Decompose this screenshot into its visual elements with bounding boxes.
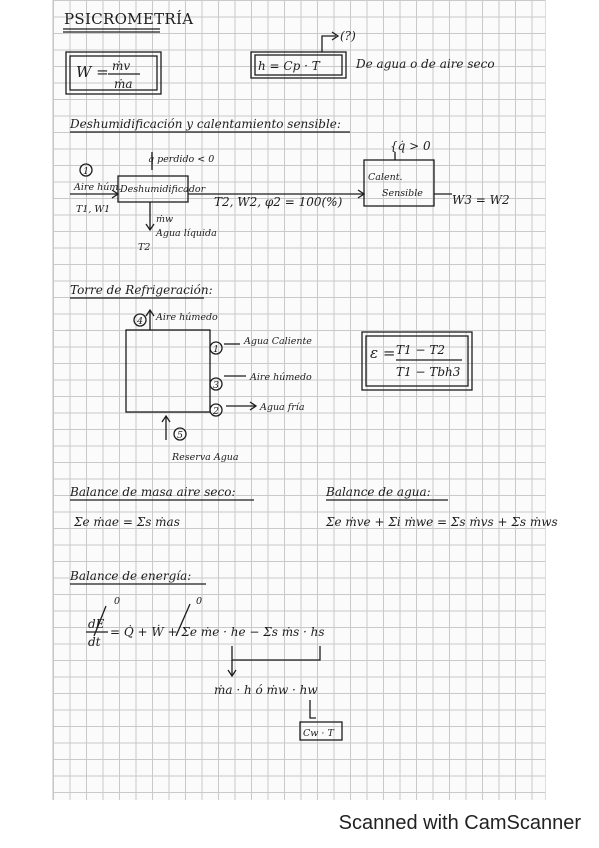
state-1-circle [79,163,93,177]
state-2-number: 2 [212,406,219,417]
condensate-mass: ṁw [156,214,173,225]
humidity-ratio-lhs: W = [76,63,109,81]
condensate-arrowhead [145,223,155,232]
state-1-number: 1 [83,166,89,177]
condensate-temperature: T2 [138,242,150,253]
enthalpy-box-inner [254,54,343,76]
enthalpy-box [250,51,347,79]
moist-air-out-arrowhead [145,308,155,317]
heat-added-label: {q̇ > 0 [390,139,431,153]
inlet-air-label: Aire húm. [73,182,121,193]
state-2-circle [209,403,223,417]
water-enthalpy-formula: Cw · T [303,728,334,739]
dry-air-balance-heading: Balance de masa aire seco: [69,485,235,499]
moist-air-out-label: Aire húmedo [155,312,218,323]
state-1-tower-circle [209,341,223,355]
effectiveness-denominator: T1 − Tbh3 [396,365,461,379]
process-stream-label: T2, W2, φ2 = 100(%) [214,195,343,209]
effectiveness-box [361,331,473,391]
state-5-number: 5 [177,430,183,441]
makeup-water-label: Reserva Agua [171,452,239,463]
sensible-heater-label-1: Calent. [368,172,403,183]
moist-air-in-label: Aire húmedo [249,372,312,383]
enthalpy-note: De agua o de aire seco [355,57,495,71]
cooling-tower-heading: Torre de Refrigeración: [70,283,213,297]
water-enthalpy-box [299,721,343,741]
effectiveness-box-inner [365,335,469,387]
state-3-circle [209,377,223,391]
state-3-number: 3 [213,380,219,391]
humidity-ratio-box-inner [69,55,158,91]
sensible-heater-box [363,159,435,207]
cooling-tower-box [125,329,211,413]
water-enthalpy-pointer [309,700,316,719]
dehumidification-heading: Deshumidificación y calentamiento sensib… [69,117,341,131]
humidity-ratio-denominator: ṁa [114,77,133,91]
makeup-water-arrowhead [161,414,171,423]
heat-removed-label: q̇ perdido < 0 [148,154,214,165]
state-4-number: 4 [136,316,143,327]
energy-balance-heading: Balance de energía: [69,569,191,583]
page-title: PSICROMETRÍA [64,10,193,28]
energy-derivative-denominator: dt [88,635,101,649]
enthalpy-question: (?) [340,29,356,43]
effectiveness-numerator: T1 − T2 [396,343,445,357]
dehumidifier-label: Deshumidificador [119,184,207,195]
enthalpy-pointer-arrowhead [331,31,340,41]
humidity-ratio-numerator: ṁv [112,59,130,73]
energy-balance-rhs: = Q̇ + Ẇ + Σe ṁe · he − Σs ṁs · hs [110,624,325,639]
energy-bracket-arrowhead [227,669,237,678]
graph-paper-sheet [52,0,546,800]
work-strike [175,603,191,637]
effectiveness-lhs: ε = [370,344,395,362]
sensible-heater-label-2: Sensible [382,188,423,199]
scanner-watermark: Scanned with CamScanner [338,812,581,834]
dry-air-balance-equation: Σe ṁae = Σs ṁas [73,515,180,529]
humidity-ratio-box [65,51,162,95]
state-1-tower-number: 1 [213,344,219,355]
energy-substitution: ṁa · h ó ṁw · hw [214,683,318,697]
state-4-circle [133,313,147,327]
state-5-circle [173,427,187,441]
inlet-state: T1, W1 [76,204,110,215]
dehumidifier-box [117,175,189,203]
cold-water-arrowhead [249,401,258,411]
work-zero: 0 [196,596,202,607]
energy-bracket [231,646,321,661]
water-balance-equation: Σe ṁve + Σi ṁwe = Σs ṁvs + Σs ṁws [325,515,558,529]
water-balance-heading: Balance de agua: [325,485,431,499]
steady-state-strike [93,605,107,637]
enthalpy-formula: h = Cp · T [258,59,321,73]
enthalpy-pointer-line [321,35,336,52]
outlet-label: W3 = W2 [452,193,510,207]
cold-water-label: Agua fría [259,402,305,413]
condensate-label: Agua líquida [155,228,217,239]
steady-state-zero: 0 [114,596,120,607]
hot-water-label: Agua Caliente [243,336,312,347]
